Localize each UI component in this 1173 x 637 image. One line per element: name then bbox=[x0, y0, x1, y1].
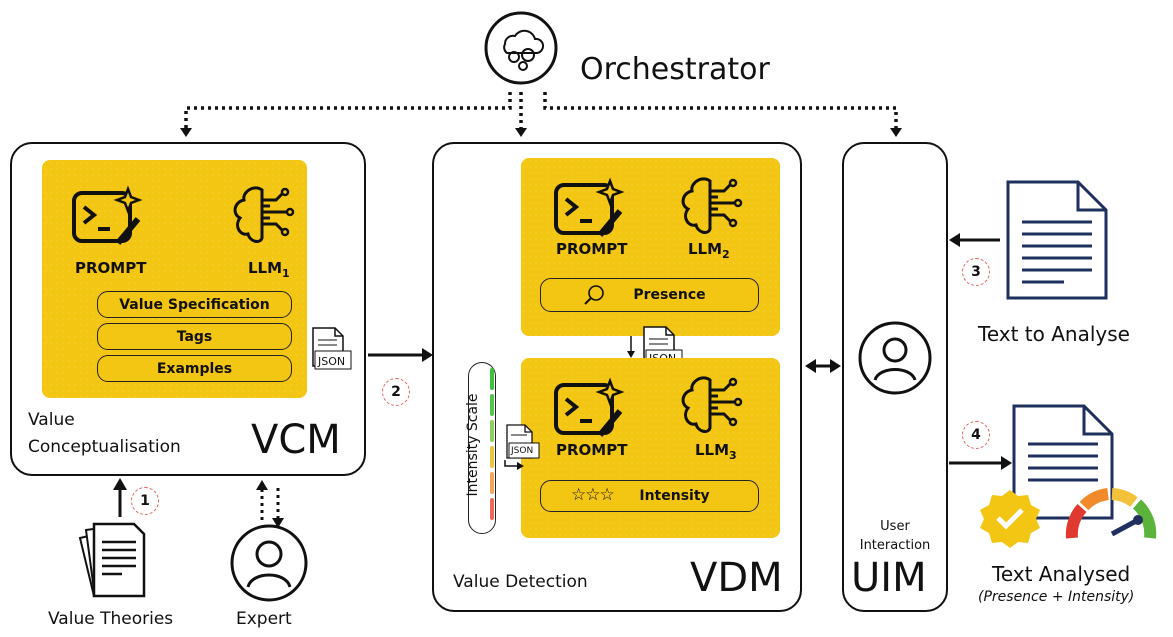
orchestrator-label: Orchestrator bbox=[580, 52, 770, 87]
tags-pill: Tags bbox=[97, 323, 292, 350]
vdm-top-llm-text: LLM bbox=[688, 240, 723, 258]
vdm-bottom-llm-text: LLM bbox=[695, 441, 730, 459]
value-theories-label: Value Theories bbox=[48, 609, 174, 629]
prompt-icon bbox=[554, 175, 634, 250]
vcm-llm-label: LLM1 bbox=[248, 259, 290, 280]
expert-icon bbox=[229, 523, 309, 608]
scale-arrow bbox=[504, 460, 524, 470]
analysed-document-icon bbox=[1010, 402, 1116, 527]
step-badge-3: 3 bbox=[962, 258, 990, 286]
prompt-icon bbox=[554, 375, 634, 450]
uim-label: User Interaction bbox=[859, 519, 931, 553]
vcm-prompt-label: PROMPT bbox=[75, 259, 147, 277]
vdm-bottom-prompt-label: PROMPT bbox=[556, 441, 628, 459]
magnifier-icon bbox=[584, 285, 604, 305]
gauge-icon bbox=[1064, 486, 1160, 547]
intensity-label: Intensity bbox=[639, 488, 710, 504]
brain-circuit-icon bbox=[680, 173, 752, 248]
vdm-code: VDM bbox=[690, 555, 783, 601]
brain-circuit-icon bbox=[232, 182, 304, 257]
three-stars-icon: ☆☆☆ bbox=[571, 485, 615, 505]
value-specification-pill: Value Specification bbox=[97, 291, 292, 318]
step-badge-1: 1 bbox=[131, 487, 159, 515]
document-icon bbox=[1004, 178, 1110, 307]
examples-pill: Examples bbox=[97, 355, 292, 382]
text-analysed-label: Text Analysed bbox=[992, 562, 1131, 586]
user-icon bbox=[857, 320, 933, 401]
intensity-pill: ☆☆☆ Intensity bbox=[540, 480, 759, 512]
check-badge-icon bbox=[978, 488, 1042, 551]
vcm-llm-sub: 1 bbox=[282, 267, 290, 280]
vcm-json-text: JSON bbox=[318, 355, 346, 368]
vdm-top-prompt-label: PROMPT bbox=[556, 240, 628, 258]
presence-label: Presence bbox=[633, 287, 706, 303]
vdm-bottom-llm-label: LLM3 bbox=[695, 441, 737, 462]
json-down-arrow bbox=[627, 336, 635, 358]
brain-circuit-icon bbox=[680, 372, 752, 447]
prompt-icon bbox=[72, 183, 152, 258]
orchestrator-node bbox=[483, 10, 559, 86]
text-analysed-sub: (Presence + Intensity) bbox=[978, 589, 1135, 605]
vdm-bottom-llm-sub: 3 bbox=[729, 449, 737, 462]
json-file-icon bbox=[505, 423, 541, 468]
json-file-icon bbox=[311, 326, 353, 377]
cloud-gears-icon bbox=[484, 11, 558, 85]
scale-json-text: JSON bbox=[511, 446, 534, 456]
vcm-label: Value Conceptualisation bbox=[28, 410, 181, 457]
intensity-scale-colors bbox=[490, 368, 494, 520]
step-badge-4: 4 bbox=[962, 421, 990, 449]
documents-stack-icon bbox=[74, 520, 160, 607]
vdm-label: Value Detection bbox=[453, 572, 588, 592]
vcm-llm-text: LLM bbox=[248, 259, 283, 277]
vcm-code: VCM bbox=[251, 417, 341, 463]
vdm-top-llm-sub: 2 bbox=[722, 248, 730, 261]
expert-label: Expert bbox=[236, 609, 292, 629]
text-to-analyse-label: Text to Analyse bbox=[978, 322, 1130, 346]
step-badge-2: 2 bbox=[382, 378, 410, 406]
presence-pill: Presence bbox=[540, 278, 759, 312]
vdm-top-llm-label: LLM2 bbox=[688, 240, 730, 261]
uim-code: UIM bbox=[851, 555, 927, 601]
